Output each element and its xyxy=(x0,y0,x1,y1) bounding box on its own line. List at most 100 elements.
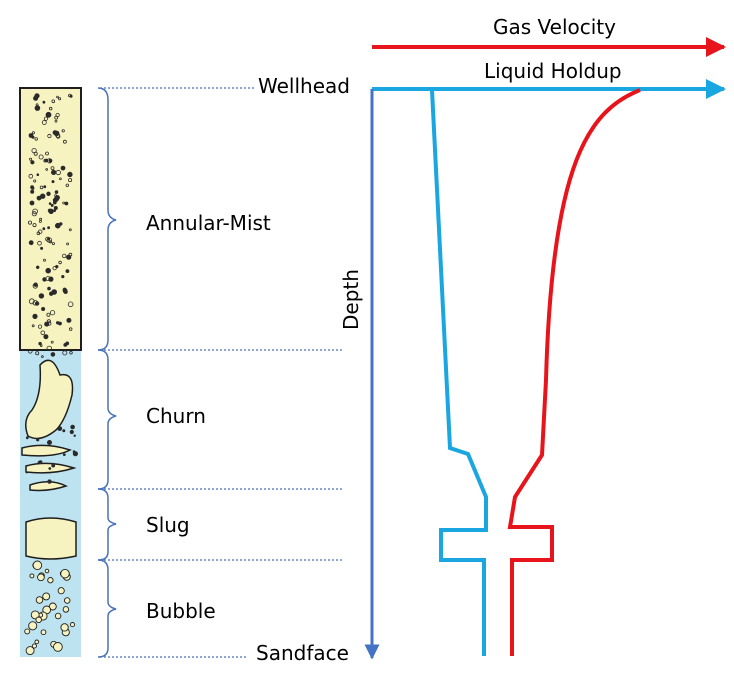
gas-velocity-curve xyxy=(507,88,641,656)
mist-droplet xyxy=(41,306,46,311)
mist-droplet xyxy=(35,103,39,107)
churn-droplet xyxy=(69,429,74,435)
mist-droplet xyxy=(47,208,52,213)
mist-droplet xyxy=(31,324,35,328)
churn-droplet xyxy=(62,453,66,456)
mist-droplet xyxy=(50,203,54,207)
mist-droplet xyxy=(61,274,65,279)
mist-droplet xyxy=(58,321,62,326)
mist-droplet xyxy=(30,160,35,165)
mist-droplet xyxy=(68,178,73,183)
gas-bubble xyxy=(63,597,71,604)
bracket-churn xyxy=(97,349,117,490)
mist-droplet xyxy=(31,135,35,139)
mist-droplet xyxy=(49,106,53,111)
mist-droplet xyxy=(31,148,37,154)
mist-droplet xyxy=(65,183,69,187)
churn-droplet xyxy=(51,463,56,468)
mist-droplet xyxy=(45,111,52,118)
regime-label-bubble: Bubble xyxy=(146,599,216,623)
gas-bubble xyxy=(35,596,44,604)
mist-droplet xyxy=(42,277,47,282)
mist-droplet xyxy=(46,191,51,196)
mist-droplet xyxy=(58,260,62,265)
mist-droplet xyxy=(63,342,68,347)
mist-droplet xyxy=(53,205,58,210)
gas-bubble xyxy=(29,573,35,579)
gas-bubble xyxy=(53,642,63,652)
mist-droplet xyxy=(55,264,59,269)
gas-bubble xyxy=(57,587,65,595)
churn-gas-blob xyxy=(21,444,72,457)
liquid-holdup-curve xyxy=(430,89,488,656)
churn-droplet xyxy=(73,434,76,437)
mist-droplet xyxy=(53,196,60,202)
gas-bubble xyxy=(37,573,45,582)
mist-droplet xyxy=(65,269,70,274)
mist-droplet xyxy=(44,321,50,327)
mist-droplet xyxy=(53,130,60,137)
gas-bubble xyxy=(35,616,42,624)
annular-mist-core xyxy=(19,87,82,351)
churn-droplet xyxy=(72,451,78,457)
regime-label-annular-mist: Annular-Mist xyxy=(146,211,271,235)
mist-droplet xyxy=(48,202,52,205)
mist-droplet xyxy=(28,298,35,305)
mist-droplet xyxy=(54,115,59,120)
churn-droplet xyxy=(25,471,28,474)
depth-axis-label: Depth xyxy=(339,269,363,330)
mist-droplet xyxy=(32,313,38,319)
gas-bubble xyxy=(32,560,43,571)
mist-droplet xyxy=(66,242,69,246)
mist-droplet xyxy=(45,267,51,274)
mist-droplet xyxy=(29,200,35,206)
mist-droplet xyxy=(45,151,49,156)
mist-droplet xyxy=(43,158,47,163)
mist-droplet xyxy=(68,252,73,257)
mist-droplet xyxy=(33,95,39,101)
mist-droplet xyxy=(51,99,56,104)
slug-bubble xyxy=(25,517,77,560)
churn-gas-blob xyxy=(29,481,68,492)
mist-droplet xyxy=(35,351,40,356)
mist-droplet xyxy=(64,201,69,206)
mist-droplet xyxy=(36,265,40,269)
mist-droplet xyxy=(50,340,54,344)
churn-droplet xyxy=(47,479,52,484)
churn-droplet xyxy=(48,467,52,470)
mist-droplet xyxy=(67,301,74,308)
churn-droplet xyxy=(37,461,40,464)
mist-droplet xyxy=(38,341,42,346)
gas-velocity-label: Gas Velocity xyxy=(493,15,616,39)
mist-droplet xyxy=(46,345,52,352)
mist-droplet xyxy=(27,220,32,225)
gas-bubble xyxy=(69,622,76,628)
mist-droplet xyxy=(27,348,33,354)
mist-droplet xyxy=(59,222,63,226)
mist-droplet xyxy=(43,258,46,262)
mist-droplet xyxy=(41,355,44,358)
mist-droplet xyxy=(51,289,57,295)
mist-droplet xyxy=(40,193,46,199)
mist-droplet xyxy=(60,165,66,171)
mist-droplet xyxy=(41,120,47,125)
mist-droplet xyxy=(42,227,46,231)
mist-droplet xyxy=(61,253,67,259)
mist-droplet xyxy=(68,228,72,232)
regime-label-churn: Churn xyxy=(146,404,206,428)
mist-droplet xyxy=(62,288,68,294)
regime-boundaries xyxy=(100,87,342,658)
wellbore-column xyxy=(19,87,82,657)
mist-droplet xyxy=(39,185,44,190)
gas-bubble xyxy=(34,639,40,645)
gas-bubble xyxy=(40,629,47,636)
mist-droplet xyxy=(51,180,55,184)
churn-droplet xyxy=(62,429,66,433)
mist-droplet xyxy=(32,223,37,228)
gas-bubble xyxy=(54,612,62,620)
churn-droplet xyxy=(57,426,63,431)
mist-droplet xyxy=(30,185,34,190)
mist-droplet xyxy=(47,286,51,291)
mist-droplet xyxy=(39,220,42,223)
mist-droplet xyxy=(58,97,62,101)
